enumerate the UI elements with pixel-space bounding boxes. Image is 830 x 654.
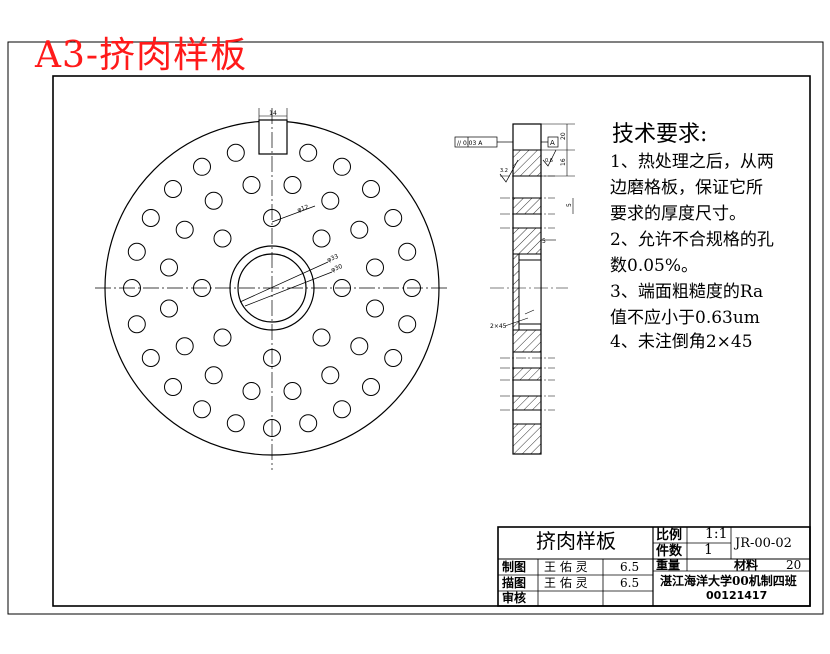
perforation-hole [213, 229, 232, 248]
roughness-mark: 3.2 [500, 168, 508, 174]
datum-label: A [550, 139, 555, 147]
tb-material-value: 20 [786, 558, 802, 572]
title-block-grid [497, 526, 811, 607]
perforation-hole [398, 315, 417, 334]
perforation-hole [366, 299, 384, 318]
side-dim: 5 [542, 238, 546, 245]
perforation-hole [299, 414, 318, 433]
perforation-hole [312, 229, 331, 248]
tb-drawn-date: 6.5 [620, 560, 640, 574]
thickness-low-dim: 5 [566, 203, 573, 207]
perforation-hole [141, 349, 160, 367]
perforation-hole [160, 299, 178, 318]
perforation-hole [403, 279, 421, 297]
perforation-hole [204, 191, 223, 210]
perforation-hole [127, 315, 146, 334]
tb-part-name: 挤肉样板 [536, 529, 616, 553]
perforation-hole [242, 382, 261, 400]
perforation-hole [366, 258, 384, 277]
tb-scale-label: 比例 [656, 528, 683, 543]
requirement-line-2: 边磨格板，保证它所 [610, 178, 763, 198]
perforation-hole [164, 180, 182, 198]
tb-school: 湛江海洋大学00机制四班 [660, 574, 797, 588]
plate-front-view [95, 108, 450, 470]
perforation-hole [362, 378, 380, 396]
requirement-line-8: 4、未注倒角2×45 [610, 332, 753, 352]
perforation-hole [193, 157, 211, 176]
perforation-hole [242, 176, 261, 194]
requirement-line-6: 3、端面粗糙度的Ra [610, 282, 764, 302]
tb-drawing-number: JR-00-02 [735, 536, 792, 551]
perforation-hole [127, 242, 146, 261]
inner-border [52, 75, 811, 607]
perforation-hole [384, 349, 403, 367]
perforation-holes [123, 143, 421, 437]
perforation-hole [263, 349, 281, 367]
perforation-hole [299, 143, 318, 162]
requirement-line-1: 1、热处理之后，从两 [610, 152, 774, 172]
tb-quantity-value: 1 [704, 542, 713, 558]
requirements-title: 技术要求: [612, 122, 708, 147]
perforation-hole [362, 180, 380, 198]
perforation-hole [193, 279, 211, 297]
tb-drawn-name: 王 佑 灵 [544, 560, 588, 574]
thickness-top-dim: 20 [560, 132, 567, 140]
tb-checked-label: 审核 [502, 591, 527, 605]
perforation-hole [263, 209, 281, 227]
requirement-line-3: 要求的厚度尺寸。 [610, 204, 746, 224]
outer-border [7, 41, 824, 615]
plate-section-view [454, 123, 575, 455]
perforation-hole [141, 209, 160, 227]
center-outer-dim: φ33 [326, 253, 340, 264]
requirement-line-5: 数0.05%。 [610, 256, 699, 276]
perforation-hole [213, 328, 232, 347]
tb-weight-label: 重量 [656, 558, 681, 572]
perforation-hole [283, 382, 302, 400]
perforation-hole [226, 143, 245, 162]
requirement-line-7: 值不应小于0.63um [610, 308, 760, 328]
perforation-hole [333, 157, 351, 176]
tb-material-label: 材料 [734, 558, 759, 572]
tb-traced-name: 王 佑 灵 [544, 576, 588, 590]
tb-traced-date: 6.5 [620, 576, 640, 590]
perforation-hole [333, 400, 351, 419]
tb-traced-label: 描图 [502, 576, 527, 590]
key-slot [258, 119, 288, 155]
perforation-hole [321, 191, 340, 210]
thickness-mid-dim: 16 [560, 158, 567, 166]
perforation-hole [350, 337, 369, 356]
requirement-line-4: 2、允许不合规格的孔 [610, 230, 774, 250]
tb-student-number: 00121417 [706, 589, 768, 602]
surface-mark: 0.6 [545, 158, 553, 164]
sheet-title: A3-挤肉样板 [35, 35, 248, 76]
key-width-dim: 14 [269, 110, 277, 117]
hole-dia-dim: φ12 [296, 204, 309, 214]
center-inner-dim: φ30 [330, 263, 344, 274]
perforation-hole [312, 328, 331, 347]
perforation-hole [193, 400, 211, 419]
perforation-hole [263, 419, 281, 437]
tolerance-frame-text: // 0.03 A [457, 140, 483, 147]
perforation-hole [175, 220, 194, 239]
perforation-hole [398, 242, 417, 261]
tb-drawn-label: 制图 [502, 560, 527, 574]
perforation-hole [226, 414, 245, 433]
tb-scale-value: 1:1 [705, 526, 728, 542]
perforation-hole [350, 220, 369, 239]
perforation-hole [160, 258, 178, 277]
perforation-hole [321, 366, 340, 385]
perforation-hole [384, 209, 403, 227]
perforation-hole [283, 176, 302, 194]
tb-quantity-label: 件数 [656, 544, 683, 559]
perforation-hole [175, 337, 194, 356]
perforation-hole [164, 378, 182, 396]
perforation-hole [123, 279, 141, 297]
chamfer-dim: 2×45 [490, 323, 507, 330]
perforation-hole [333, 279, 351, 297]
perforation-hole [204, 366, 223, 385]
